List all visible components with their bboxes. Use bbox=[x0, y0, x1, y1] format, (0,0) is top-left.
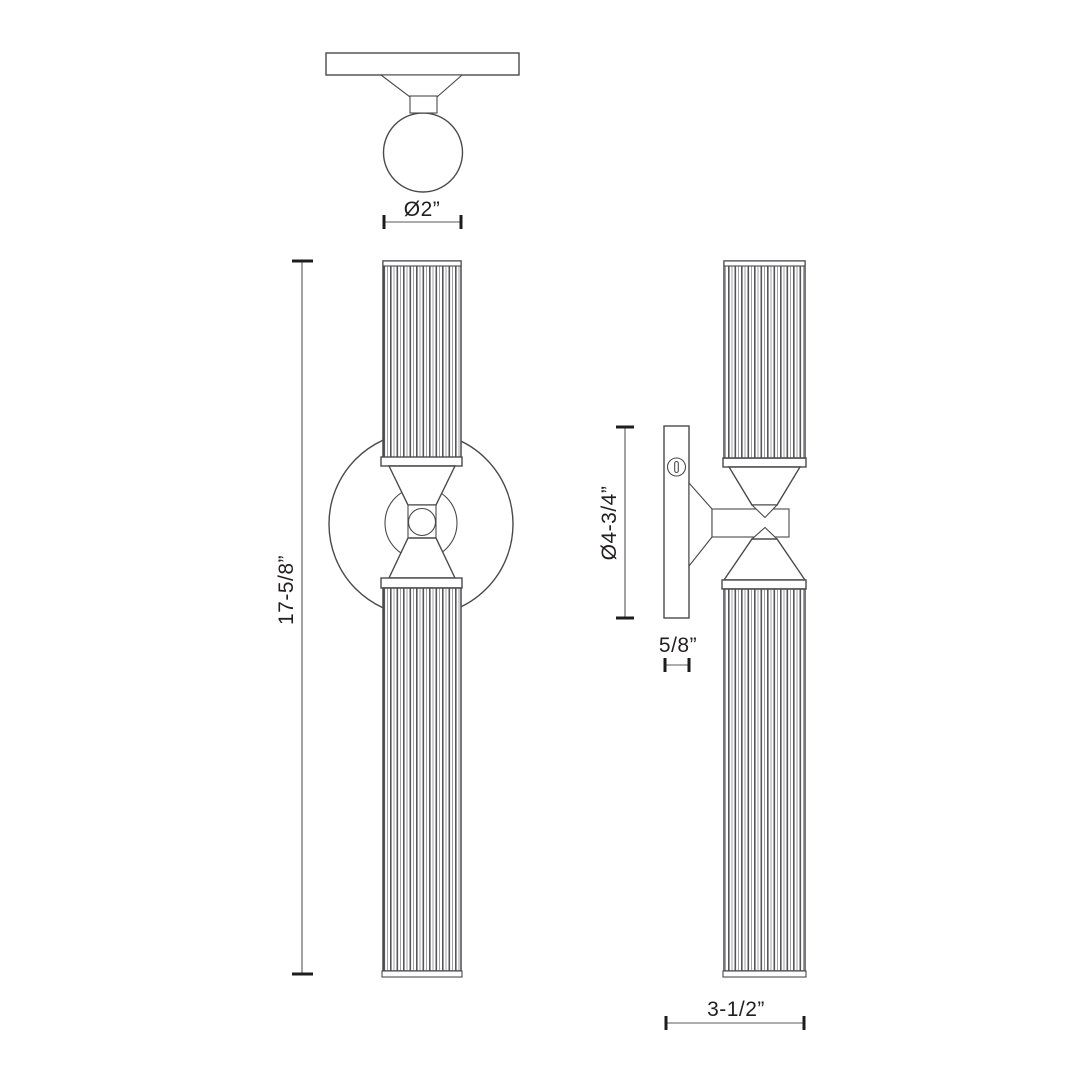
upper-cylinder-top-cap-side bbox=[723, 260, 806, 267]
lower-glass-cylinder-side bbox=[723, 588, 806, 972]
upper-cylinder-top-cap-front bbox=[382, 260, 462, 267]
dimension-extension-depth: 3-1/2” bbox=[664, 998, 806, 1030]
lower-cylinder-bottom-cap-side bbox=[722, 970, 807, 978]
glass-globe-top bbox=[382, 112, 464, 193]
lower-cylinder-bottom-cap-front bbox=[381, 970, 463, 978]
upper-socket-cap-side bbox=[722, 457, 807, 468]
center-ball-front bbox=[407, 507, 437, 537]
stem-top bbox=[409, 95, 438, 114]
lower-glass-cylinder-front bbox=[382, 587, 462, 972]
lower-socket-cap-side bbox=[721, 579, 807, 590]
dimension-backplate-depth: 5/8” bbox=[659, 634, 697, 672]
upper-glass-cylinder-front bbox=[382, 260, 462, 459]
top-view: Ø2” bbox=[325, 52, 520, 229]
mounting-arm-side bbox=[711, 508, 790, 538]
side-view: Ø4-3/4” 5/8” 3-1/2” bbox=[598, 260, 807, 1030]
dim-label-extension-depth: 3-1/2” bbox=[707, 998, 765, 1021]
upper-socket-cone-side bbox=[727, 466, 802, 506]
dimension-backplate-diameter: Ø4-3/4” bbox=[598, 425, 634, 620]
upper-cone-tip-side bbox=[750, 504, 779, 519]
upper-glass-cylinder-side bbox=[723, 260, 806, 459]
mounting-plate-top bbox=[325, 52, 520, 76]
dim-label-overall-height: 17-5/8” bbox=[275, 555, 298, 625]
dim-label-glass-diameter: Ø2” bbox=[404, 198, 441, 221]
dim-label-backplate-depth: 5/8” bbox=[659, 634, 697, 657]
screw-slot bbox=[674, 460, 679, 474]
dim-label-backplate-diameter: Ø4-3/4” bbox=[598, 486, 621, 561]
lower-socket-cap-front bbox=[380, 577, 463, 589]
lower-socket-cone-side bbox=[722, 538, 807, 581]
upper-socket-cap-front bbox=[380, 456, 463, 467]
front-view: 17-5/8” bbox=[275, 259, 514, 978]
arm-flare-side bbox=[688, 481, 713, 568]
screw-head bbox=[666, 457, 687, 477]
mounting-plate-side bbox=[663, 425, 690, 619]
dimension-glass-diameter: Ø2” bbox=[382, 198, 463, 229]
dimension-overall-height: 17-5/8” bbox=[275, 259, 313, 976]
socket-cone-top bbox=[379, 74, 464, 98]
